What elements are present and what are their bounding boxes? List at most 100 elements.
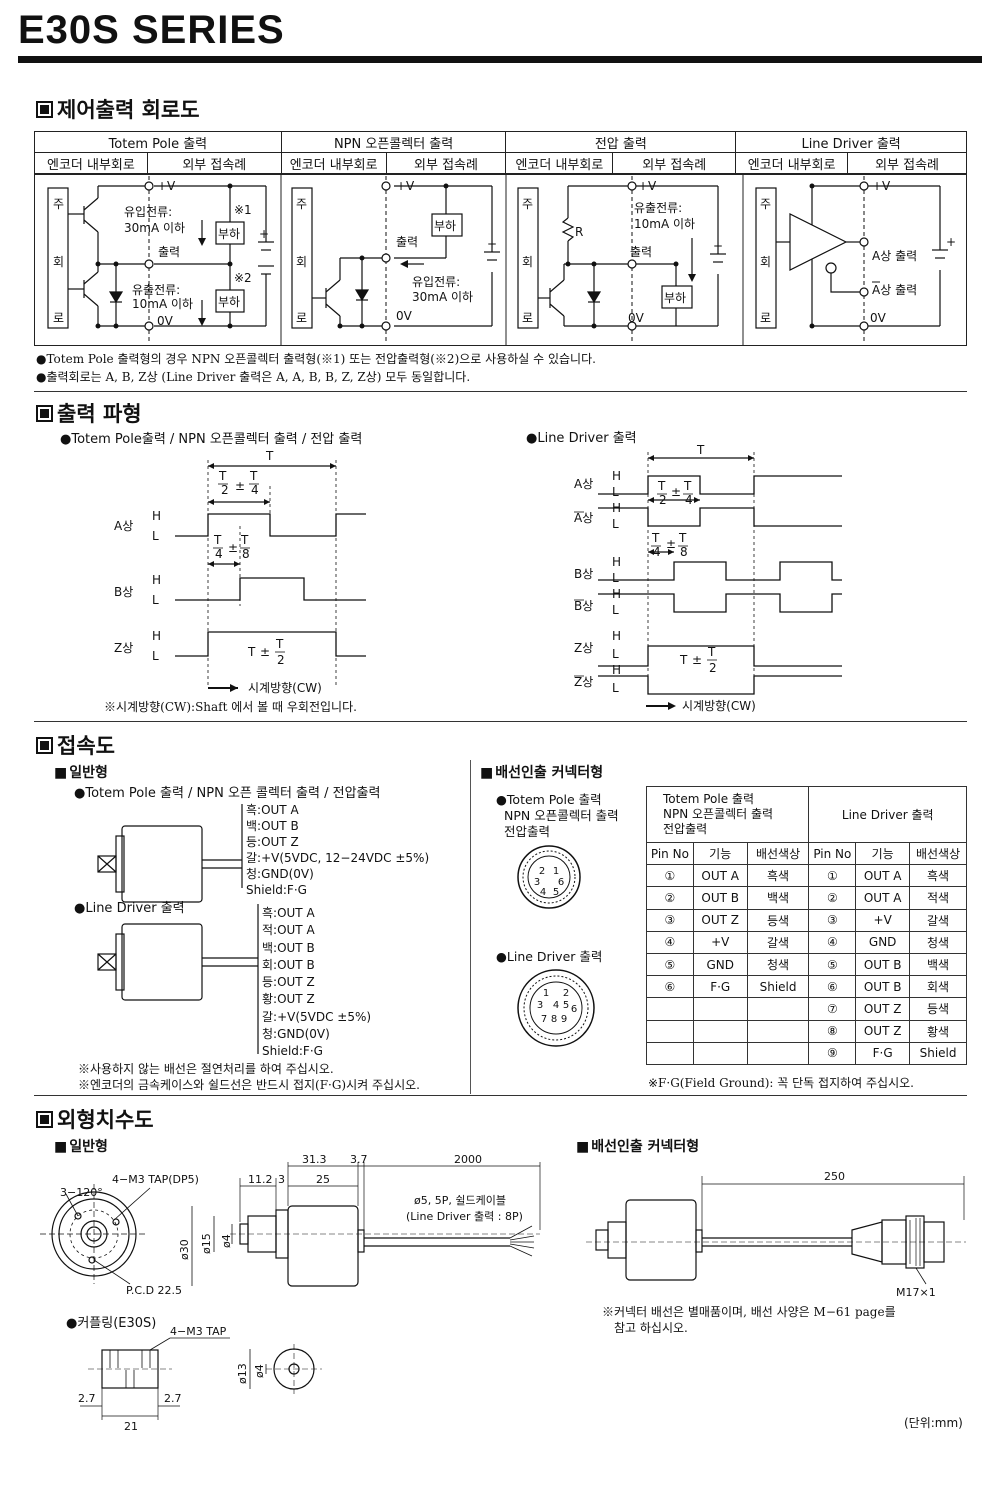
label-l: L bbox=[612, 647, 619, 661]
pin-label: 4 bbox=[540, 887, 546, 898]
pin-table: Totem Pole 출력 NPN 오픈콜렉터 출력 전압출력 Line Dri… bbox=[645, 786, 967, 1065]
table-cell: ④ bbox=[808, 930, 857, 954]
general-wire-list: 흑:OUT A 백:OUT B 등:OUT Z 갈:+V(5VDC, 12−24… bbox=[246, 802, 429, 898]
table-cell: ③ bbox=[646, 908, 694, 932]
type-linedriver: Line Driver 출력 bbox=[735, 131, 967, 153]
label-0v: 0V bbox=[870, 311, 887, 325]
label-T: T bbox=[678, 531, 687, 545]
note-line: 참고 하십시오. bbox=[614, 1321, 688, 1335]
label-phase-abar: A상 bbox=[574, 511, 593, 525]
general-wiring-title: ●Totem Pole 출력 / NPN 오픈 콜렉터 출력 / 전압출력 bbox=[74, 786, 381, 801]
sub-connector: 배선인출 커넥터형 bbox=[576, 1136, 699, 1156]
circuit-diagrams: 주 회 로 +V 유입전류: 30mA 이하 출력 유출전류: 10mA 이하 … bbox=[34, 174, 967, 346]
label-8: 8 bbox=[680, 545, 688, 559]
table-cell: F·G bbox=[855, 1041, 911, 1065]
table-cell: ② bbox=[646, 886, 694, 910]
label-l: L bbox=[152, 649, 159, 663]
dimension-drawing-general: 3−120° 4−M3 TAP(DP5) P.C.D 22.5 31.3 3.7… bbox=[40, 1153, 541, 1297]
table-cell: OUT A bbox=[855, 886, 911, 910]
table-cell: ⑥ bbox=[646, 975, 694, 999]
label-phase-z: Z상 bbox=[574, 641, 593, 655]
label-cw: 시계방향(CW) bbox=[248, 681, 322, 695]
label-T: T bbox=[679, 653, 688, 667]
coupling-phi13: ø13 bbox=[236, 1363, 249, 1384]
coupling-drawing: 4−M3 TAP 2.7 2.7 21 ø13 ø4 bbox=[78, 1325, 322, 1433]
section-heading-circuit: 제어출력 회로도 bbox=[36, 94, 200, 124]
head-line: Totem Pole 출력 bbox=[663, 792, 754, 806]
section-heading-dimensions: 외형치수도 bbox=[36, 1104, 154, 1134]
pin-table-head-left: Totem Pole 출력 NPN 오픈콜렉터 출력 전압출력 bbox=[645, 786, 810, 843]
label-load: 부하 bbox=[664, 291, 686, 305]
label-phase-zbar: Z상 bbox=[574, 675, 593, 689]
conn-tp-line: ●Totem Pole 출력 bbox=[496, 792, 602, 807]
table-cell: OUT B bbox=[855, 952, 911, 977]
label-main: 주 bbox=[760, 197, 771, 211]
table-cell: 갈색 bbox=[909, 908, 967, 932]
col-header: 배선색상 bbox=[909, 841, 967, 866]
title-rule bbox=[18, 56, 982, 63]
label-0v: 0V bbox=[396, 309, 413, 323]
label-T: T bbox=[657, 479, 666, 493]
table-cell: 백색 bbox=[746, 886, 810, 910]
label-phase-z: Z상 bbox=[114, 641, 133, 655]
table-cell: 흑색 bbox=[746, 864, 810, 888]
label-4: 4 bbox=[685, 493, 693, 507]
table-cell: ④ bbox=[646, 930, 694, 954]
sub-external: 외부 접속례 bbox=[146, 152, 282, 174]
table-cell: 등색 bbox=[909, 997, 967, 1021]
label-phase-a: A상 bbox=[574, 477, 593, 491]
col-header: 배선색상 bbox=[746, 841, 810, 866]
table-cell: F·G bbox=[692, 975, 748, 999]
label-ro: 로 bbox=[522, 311, 533, 325]
label-h: H bbox=[612, 555, 621, 569]
sub-external: 외부 접속례 bbox=[847, 152, 967, 174]
dim-phi4: ø4 bbox=[220, 1234, 233, 1248]
pin-label: 4 bbox=[553, 1000, 559, 1011]
table-cell: 등색 bbox=[746, 908, 810, 932]
label-ro: 로 bbox=[296, 311, 307, 325]
coupling-tap: 4−M3 TAP bbox=[170, 1325, 227, 1338]
label-T: T bbox=[240, 533, 249, 547]
pin-label: 1 bbox=[553, 866, 559, 877]
wire-item: 청:GND(0V) bbox=[246, 867, 314, 881]
table-cell bbox=[746, 997, 810, 1021]
label-T: T bbox=[213, 533, 222, 547]
dim-250: 250 bbox=[824, 1170, 845, 1183]
label-load: 부하 bbox=[218, 227, 240, 241]
vertical-divider bbox=[470, 760, 471, 1094]
label-phase-b: B상 bbox=[574, 567, 593, 581]
table-cell: ① bbox=[646, 864, 694, 888]
table-cell: +V bbox=[855, 908, 911, 932]
head-line: NPN 오픈콜렉터 출력 bbox=[663, 807, 774, 821]
wiring-note-1: ※사용하지 않는 배선은 절연처리를 하여 주십시오. bbox=[78, 1062, 334, 1076]
label-vplus: +V bbox=[872, 179, 891, 193]
dimension-drawing-connector: 250 M17×1 bbox=[586, 1170, 966, 1299]
svg-text:+: + bbox=[946, 235, 956, 249]
ld-wiring-title: ●Line Driver 출력 bbox=[74, 901, 185, 916]
label-l: L bbox=[612, 571, 619, 585]
label-pm: ± bbox=[671, 485, 681, 499]
circuit-header-table: Totem Pole 출력 NPN 오픈콜렉터 출력 전압 출력 Line Dr… bbox=[34, 131, 967, 174]
pin-label: 1 bbox=[543, 988, 549, 999]
pin-label: 9 bbox=[561, 1014, 567, 1025]
wire-item: 백:OUT B bbox=[246, 819, 299, 833]
svg-text:+: + bbox=[259, 227, 269, 241]
unit-label: (단위:mm) bbox=[904, 1416, 963, 1430]
table-cell: 청색 bbox=[746, 952, 810, 977]
label-out-current: 유출전류: bbox=[132, 283, 180, 297]
dim-phi15: ø15 bbox=[200, 1233, 213, 1254]
label-r: R bbox=[575, 225, 583, 239]
dim-25: 25 bbox=[316, 1173, 330, 1186]
label-h: H bbox=[612, 469, 621, 483]
label-main: 주 bbox=[522, 197, 533, 211]
table-cell bbox=[692, 1019, 748, 1043]
table-cell: 적색 bbox=[909, 886, 967, 910]
table-cell bbox=[692, 1041, 748, 1065]
dim-phi30: ø30 bbox=[178, 1239, 191, 1260]
